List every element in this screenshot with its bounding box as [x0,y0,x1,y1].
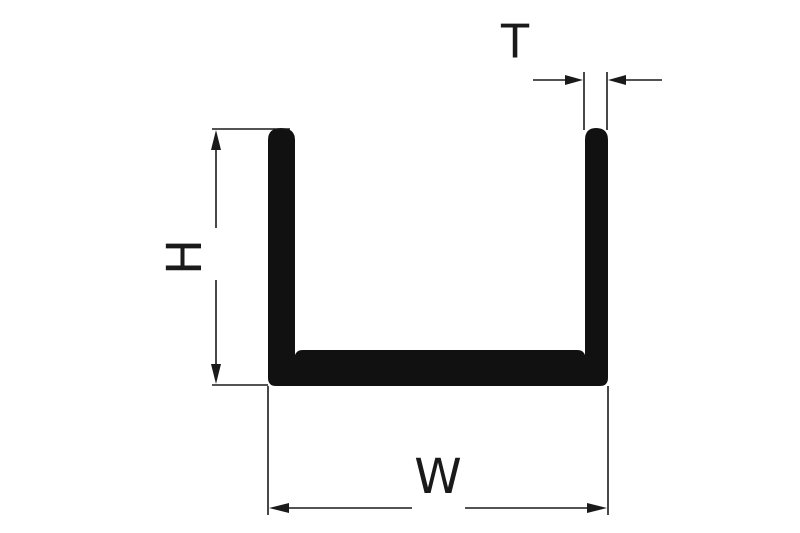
width-arrow-left [269,503,289,513]
height-dimension: H [157,128,290,386]
u-channel-profile [268,128,608,386]
height-arrow-bottom [211,364,221,384]
thickness-arrow-right [608,75,626,85]
thickness-arrow-left [565,75,583,85]
thickness-label: T [500,15,530,69]
width-dimension: W [267,386,609,515]
width-arrow-right [587,503,607,513]
height-label: H [157,239,213,275]
height-arrow-top [211,130,221,150]
width-label: W [414,449,461,505]
thickness-dimension: T [500,15,662,130]
